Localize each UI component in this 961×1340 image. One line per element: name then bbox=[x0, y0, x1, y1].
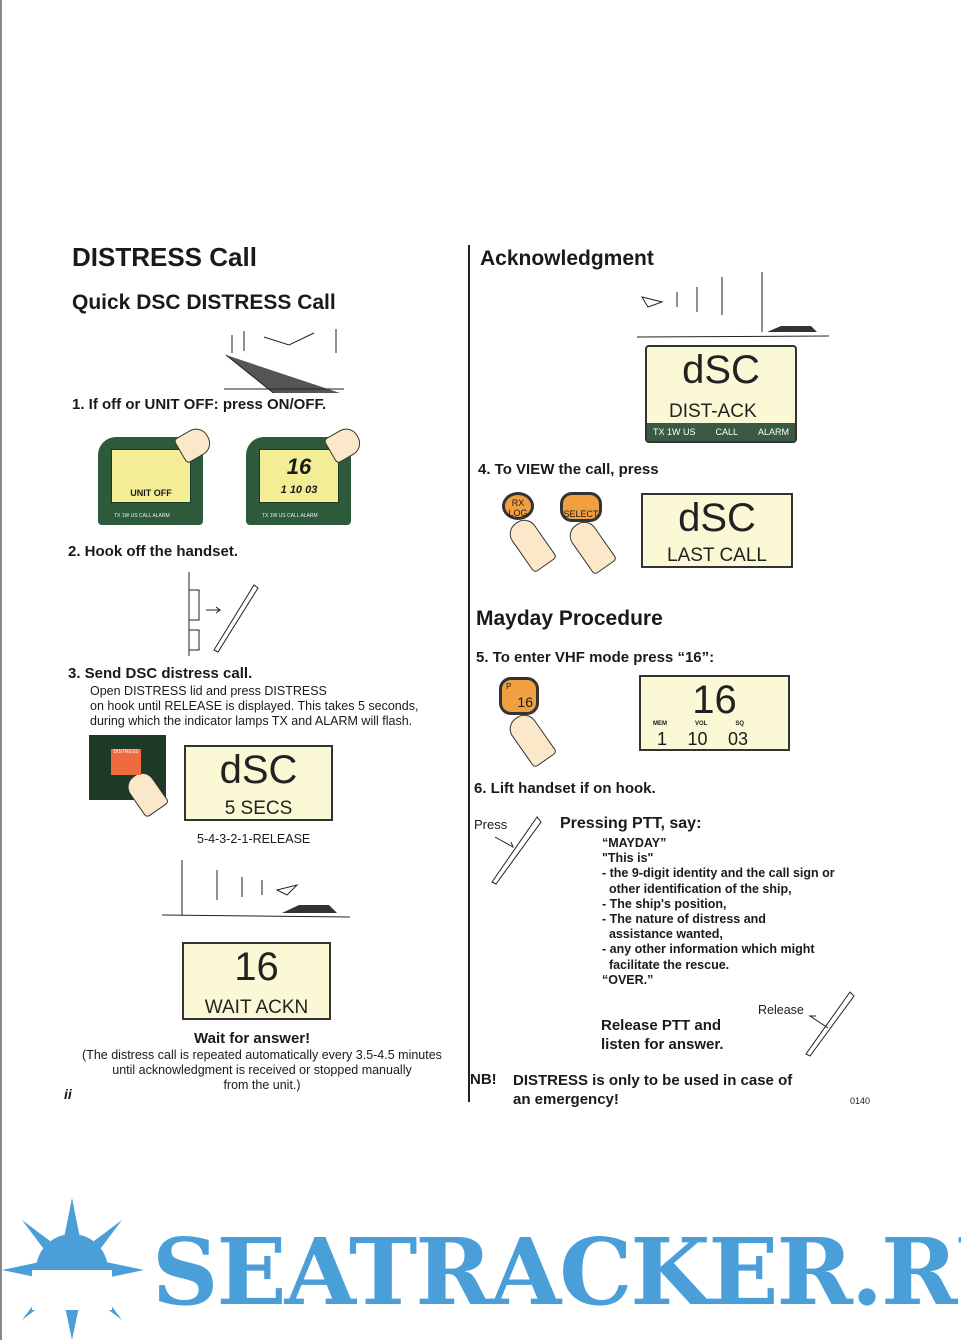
handset-hook-icon bbox=[188, 572, 259, 656]
text-line: Open DISTRESS lid and press DISTRESS bbox=[90, 684, 327, 698]
handset-press-icon bbox=[491, 816, 542, 885]
lcd-sub: DIST-ACK bbox=[669, 401, 757, 422]
lcd-sub: WAIT ACKN bbox=[204, 997, 309, 1018]
mem-label: MEM bbox=[653, 721, 667, 727]
step-5: 5. To enter VHF mode press “16”: bbox=[476, 649, 715, 666]
text-line: "This is" bbox=[602, 851, 654, 866]
lcd-dsc-5secs: dSC 5 SECS bbox=[184, 745, 333, 821]
column-divider bbox=[468, 245, 470, 1102]
sq-label: SQ bbox=[735, 721, 744, 727]
ship-signal-icon bbox=[637, 272, 830, 338]
text-line: assistance wanted, bbox=[602, 927, 723, 942]
lcd-main: dSC bbox=[678, 496, 756, 540]
text-line: DISTRESS is only to be used in case of bbox=[513, 1072, 793, 1089]
text-line: - any other information which might bbox=[602, 942, 815, 957]
select-key[interactable]: SELECT bbox=[560, 492, 602, 522]
finger-icon bbox=[504, 514, 558, 574]
ptt-title: Pressing PTT, say: bbox=[560, 815, 702, 832]
key-16-label: 16 bbox=[517, 694, 533, 710]
radio-leds: TX 1W US CALL ALARM bbox=[114, 513, 170, 519]
led-label: TX 1W US bbox=[653, 427, 696, 437]
radio-leds: TX 1W US CALL ALARM bbox=[262, 513, 318, 519]
indicator-strip: TX 1W US CALL ALARM bbox=[647, 423, 795, 441]
lcd-sub: 5 SECS bbox=[224, 798, 293, 819]
vol-value: 10 bbox=[687, 729, 708, 749]
text-line: - the 9-digit identity and the call sign… bbox=[602, 866, 835, 881]
page-title: DISTRESS Call bbox=[72, 242, 257, 272]
sq-value: 03 bbox=[727, 729, 748, 749]
lcd-main: 16 bbox=[692, 678, 737, 722]
step-6: 6. Lift handset if on hook. bbox=[474, 780, 656, 797]
step-1: 1. If off or UNIT OFF: press ON/OFF. bbox=[72, 396, 327, 413]
finger-icon bbox=[504, 709, 558, 769]
lcd-main: dSC bbox=[219, 748, 298, 792]
countdown-text: 5-4-3-2-1-RELEASE bbox=[197, 832, 311, 846]
distress-key[interactable]: DISTRESS bbox=[111, 749, 141, 775]
acknowledgment-title: Acknowledgment bbox=[480, 247, 654, 270]
step-4: 4. To VIEW the call, press bbox=[478, 461, 659, 478]
release-label: Release bbox=[758, 1003, 804, 1017]
text-line: on hook until RELEASE is displayed. This… bbox=[90, 699, 419, 713]
document-code: 0140 bbox=[850, 1096, 871, 1106]
text-line: - The nature of distress and bbox=[602, 912, 766, 927]
text-line: until acknowledgment is received or stop… bbox=[112, 1063, 412, 1077]
lcd-values: 1 10 03 bbox=[657, 729, 748, 749]
nb-warning: DISTRESS is only to be used in case of an… bbox=[513, 1071, 792, 1109]
lcd-main: 16 bbox=[234, 945, 279, 989]
text-line: from the unit.) bbox=[223, 1078, 301, 1092]
handset-release-icon bbox=[805, 991, 855, 1057]
step-2: 2. Hook off the handset. bbox=[68, 543, 239, 560]
press-label: Press bbox=[474, 817, 508, 832]
ptt-script: “MAYDAY”"This is"- the 9-digit identity … bbox=[602, 836, 835, 988]
step-3: 3. Send DSC distress call. bbox=[68, 665, 253, 682]
nb-label: NB! bbox=[470, 1071, 497, 1088]
page-number: ii bbox=[64, 1086, 72, 1102]
text-line: listen for answer. bbox=[601, 1036, 724, 1053]
key-16[interactable]: P 16 bbox=[499, 677, 539, 715]
mem-value: 1 bbox=[657, 729, 668, 749]
release-instruction: Release PTT and listen for answer. bbox=[601, 1016, 724, 1054]
text-line: - The ship's position, bbox=[602, 896, 727, 911]
lcd-labels: MEM VOL SQ bbox=[653, 721, 744, 728]
lcd-main: dSC bbox=[682, 348, 760, 392]
radio-values: 1 10 03 bbox=[280, 484, 318, 496]
text-line: “MAYDAY” bbox=[602, 836, 667, 850]
section-title: Quick DSC DISTRESS Call bbox=[72, 291, 336, 314]
finger-icon bbox=[564, 516, 618, 576]
text-line: other identification of the ship, bbox=[602, 881, 792, 896]
call-led-label: CALL bbox=[715, 427, 738, 437]
wait-text: Wait for answer! bbox=[194, 1030, 311, 1047]
rx-log-key[interactable]: RX LOG bbox=[502, 492, 534, 520]
text-line: an emergency! bbox=[513, 1091, 619, 1108]
text-line: facilitate the rescue. bbox=[602, 957, 730, 972]
mayday-title: Mayday Procedure bbox=[476, 607, 663, 630]
key-p-label: P bbox=[506, 682, 512, 691]
text-line: Release PTT and bbox=[601, 1017, 722, 1034]
lcd-dist-ack: dSC DIST-ACK TX 1W US CALL ALARM bbox=[645, 345, 797, 443]
text-line: during which the indicator lamps TX and … bbox=[90, 714, 413, 728]
watermark: SEATRACKER.RU bbox=[152, 1218, 961, 1326]
text-line: “OVER.” bbox=[602, 972, 654, 987]
alarm-led-label: ALARM bbox=[757, 427, 789, 437]
note: (The distress call is repeated automatic… bbox=[62, 1048, 462, 1093]
ship-signal-icon bbox=[162, 860, 351, 918]
lcd-sub: LAST CALL bbox=[667, 545, 767, 566]
sun-logo-icon bbox=[2, 1198, 144, 1340]
sinking-ship-icon bbox=[224, 329, 344, 393]
radio-display-text: UNIT OFF bbox=[130, 488, 172, 498]
vol-label: VOL bbox=[694, 721, 708, 727]
radio-channel: 16 bbox=[286, 454, 312, 479]
lcd-last-call: dSC LAST CALL bbox=[641, 493, 793, 568]
text-line: (The distress call is repeated automatic… bbox=[82, 1048, 442, 1062]
